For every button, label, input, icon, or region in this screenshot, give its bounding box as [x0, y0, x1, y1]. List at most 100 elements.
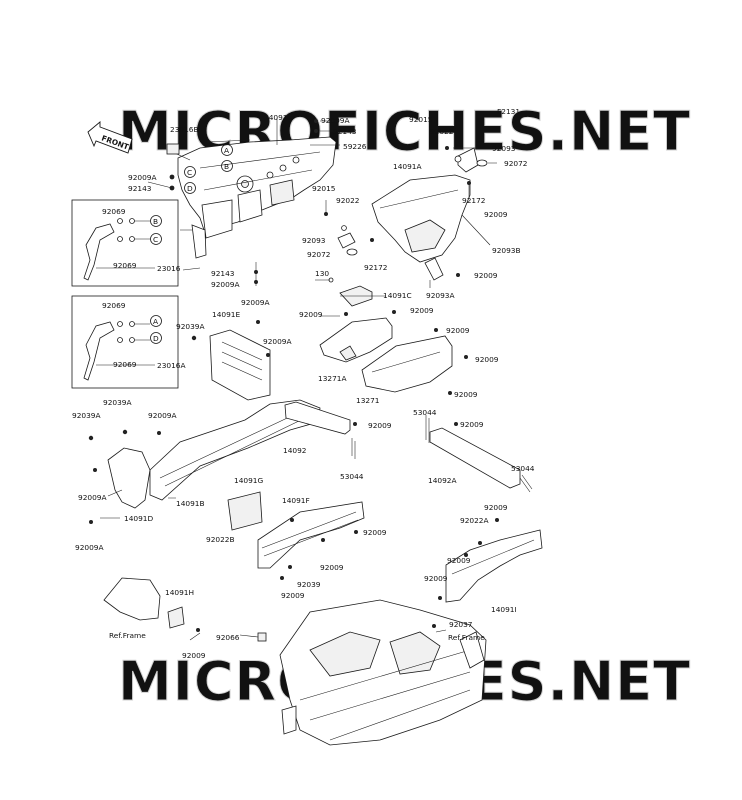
- label-92069-1: 92069: [102, 207, 126, 216]
- label-23016: 23016: [157, 264, 181, 273]
- rail-14092: [284, 401, 351, 435]
- label-92022a: 92022A: [460, 516, 489, 525]
- callout-c-1: C: [187, 168, 192, 177]
- label-92039: 92039: [297, 580, 321, 589]
- inset-box-23016: [71, 199, 179, 287]
- main-frame: [279, 599, 487, 746]
- label-92022b: 92022B: [206, 535, 235, 544]
- label-92009a-7: 92009A: [78, 493, 107, 502]
- label-14091h: 14091H: [165, 588, 194, 597]
- label-92009-12: 92009: [281, 591, 305, 600]
- label-92039a-1: 92039A: [176, 322, 205, 331]
- label-14091e: 14091E: [212, 310, 241, 319]
- label-92009a-1: 92009A: [321, 116, 350, 125]
- label-14091f: 14091F: [282, 496, 310, 505]
- label-92143-2: 92143: [128, 184, 152, 193]
- callout-a-1: A: [224, 146, 229, 155]
- label-92009a-6: 92009A: [148, 411, 177, 420]
- label-92172-1: 92172: [462, 196, 486, 205]
- label-14091b: 14091B: [176, 499, 205, 508]
- label-13271a: 13271A: [318, 374, 347, 383]
- figure-code: F2131: [497, 107, 520, 116]
- label-92009-5: 92009: [446, 326, 470, 335]
- label-59226: 59226: [343, 142, 367, 151]
- label-92009-16: 92009: [182, 651, 206, 660]
- panel-13271: [361, 335, 453, 393]
- label-92066: 92066: [216, 633, 240, 642]
- label-14091a: 14091A: [393, 162, 422, 171]
- callout-a-2: A: [153, 317, 158, 326]
- rail-14092a: [429, 427, 521, 489]
- label-14091d: 14091D: [124, 514, 154, 523]
- ref-frame-left: Ref.Frame: [109, 631, 146, 640]
- ref-frame-right: Ref.Frame: [448, 633, 485, 642]
- label-14091: 14091: [264, 113, 288, 122]
- label-92093-2: 92093: [302, 236, 326, 245]
- label-92009a-3: 92009A: [211, 280, 240, 289]
- label-53044-3: 53044: [511, 464, 535, 473]
- label-92009a-4: 92009A: [241, 298, 270, 307]
- rail-14091i: [445, 529, 543, 603]
- label-92093b: 92093B: [492, 246, 521, 255]
- label-92022-2: 92022: [336, 196, 360, 205]
- label-92015-1: 92015: [409, 115, 433, 124]
- front-arrow-icon: FRONT: [87, 121, 133, 154]
- label-23016a: 23016A: [157, 361, 186, 370]
- label-92093a: 92093A: [426, 291, 455, 300]
- label-53044-1: 53044: [413, 408, 437, 417]
- label-92069-4: 92069: [113, 360, 137, 369]
- label-92093-1: 92093: [492, 144, 516, 153]
- label-92009-13: 92009: [484, 503, 508, 512]
- label-53044-2: 53044: [340, 472, 364, 481]
- label-92009a-8: 92009A: [75, 543, 104, 552]
- callout-b-1: B: [224, 162, 229, 171]
- label-13271: 13271: [356, 396, 380, 405]
- plate-14091g: [227, 491, 263, 531]
- label-14092a: 14092A: [428, 476, 457, 485]
- bracket-14091d: [107, 447, 151, 509]
- label-92009-11: 92009: [320, 563, 344, 572]
- bracket-14091a: [337, 147, 491, 281]
- label-92009-3: 92009: [299, 310, 323, 319]
- label-92039a-3: 92039A: [72, 411, 101, 420]
- label-92072-1: 92072: [504, 159, 528, 168]
- label-92009-2: 92009: [474, 271, 498, 280]
- label-92015-2: 92015: [312, 184, 336, 193]
- label-14091g: 14091G: [234, 476, 264, 485]
- label-92009-7: 92009: [454, 390, 478, 399]
- label-92143-1: 92143: [333, 127, 357, 136]
- label-92009-1: 92009: [484, 210, 508, 219]
- label-92009-14: 92009: [447, 556, 471, 565]
- label-92022-1: 92022: [430, 127, 454, 136]
- label-92069-3: 92069: [102, 301, 126, 310]
- callout-c-2: C: [153, 235, 158, 244]
- label-92039a-2: 92039A: [103, 398, 132, 407]
- label-92069-2: 92069: [113, 261, 137, 270]
- connector-23016b: [166, 143, 180, 155]
- label-92009-4: 92009: [410, 306, 434, 315]
- label-92009-10: 92009: [363, 528, 387, 537]
- label-92009-8: 92009: [368, 421, 392, 430]
- label-92009-6: 92009: [475, 355, 499, 364]
- label-92037: 92037: [449, 620, 473, 629]
- front-frame-assembly: [177, 136, 337, 259]
- panel-13271a: [319, 317, 393, 363]
- label-92009a-2: 92009A: [128, 173, 157, 182]
- label-92009a-5: 92009A: [263, 337, 292, 346]
- label-14092: 14092: [283, 446, 307, 455]
- label-92172-2: 92172: [364, 263, 388, 272]
- callout-d-2: D: [153, 334, 159, 343]
- label-23016b: 23016B: [170, 125, 199, 134]
- panel-14091e: [209, 329, 271, 401]
- callout-b-2: B: [153, 217, 158, 226]
- label-14091c: 14091C: [383, 291, 412, 300]
- inset-box-23016a: [71, 295, 179, 389]
- label-92143-3: 92143: [211, 269, 235, 278]
- label-92009-15: 92009: [424, 574, 448, 583]
- bracket-14091h: [103, 577, 185, 629]
- callout-d-1: D: [187, 184, 193, 193]
- label-14091i: 14091I: [491, 605, 517, 614]
- label-130: 130: [315, 269, 329, 278]
- label-92009-9: 92009: [460, 420, 484, 429]
